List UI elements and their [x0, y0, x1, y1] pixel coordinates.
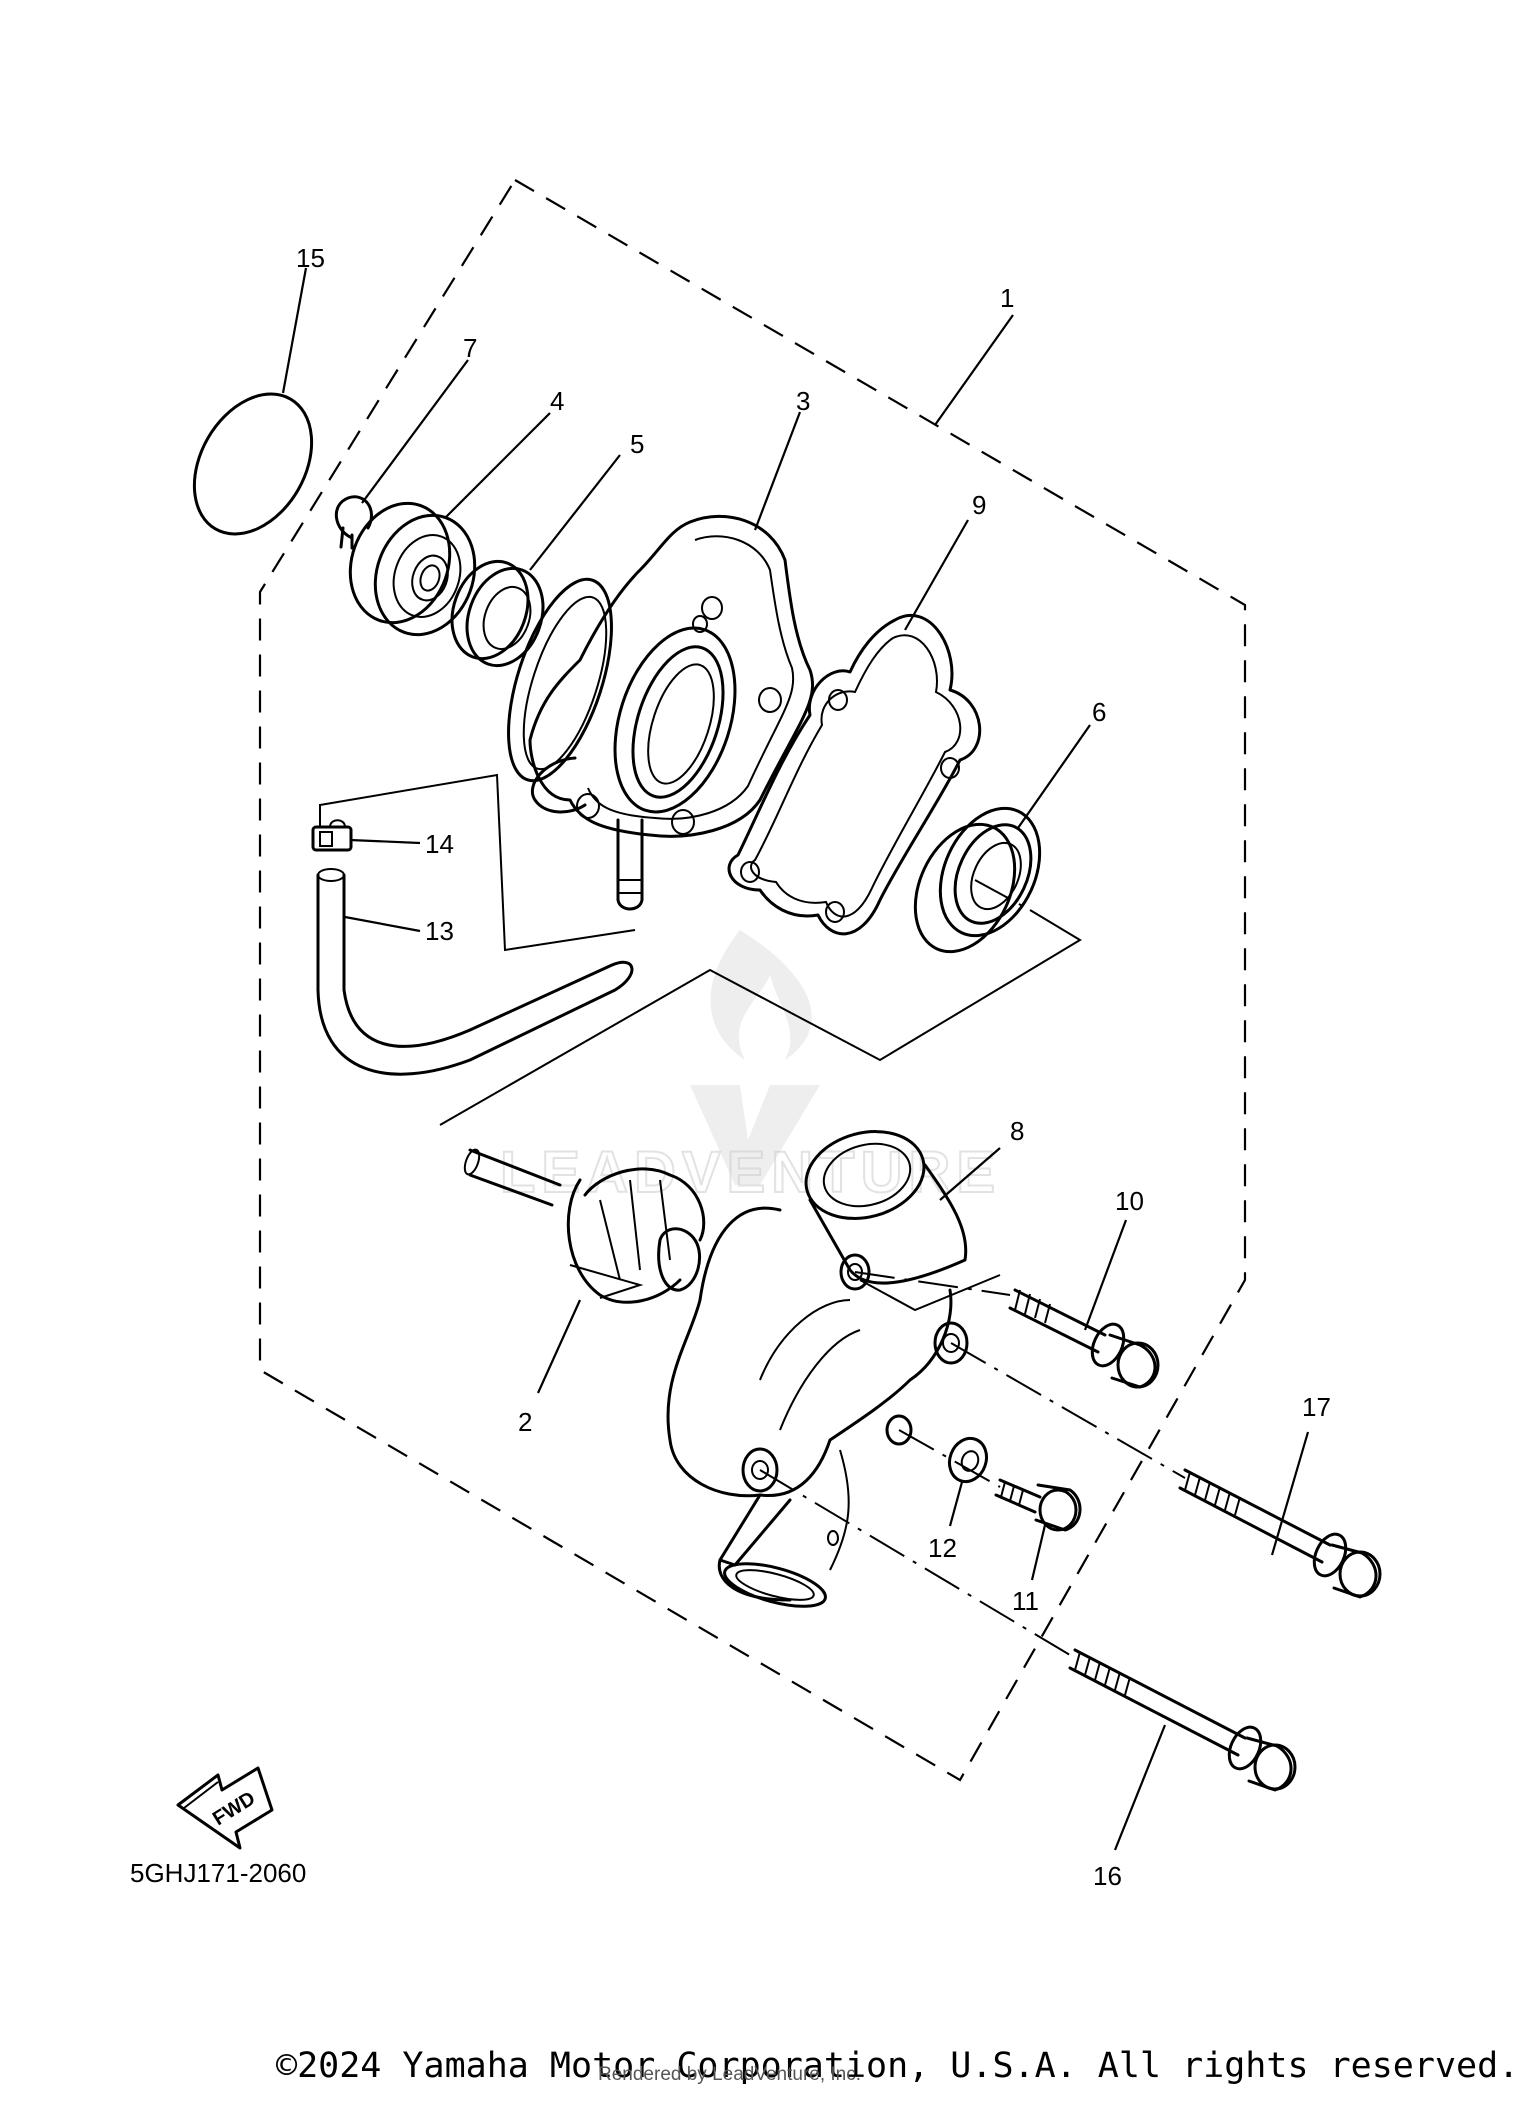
- seal-5: [450, 559, 545, 668]
- forward-arrow-icon: FWD: [176, 1766, 274, 1850]
- impeller-shaft-2: [463, 1148, 706, 1304]
- leader-12: [948, 1481, 964, 1527]
- leader-2: [536, 1299, 582, 1394]
- circlip-7: [334, 495, 373, 550]
- leader-14: [349, 838, 421, 845]
- leader-1: [934, 314, 1014, 426]
- copyright-notice: ©2024 Yamaha Motor Corporation, U.S.A. A…: [276, 2046, 1519, 2086]
- hose-13: [316, 868, 634, 1076]
- callout-8: 8: [1010, 1116, 1024, 1146]
- leader-16: [1113, 1724, 1167, 1851]
- axis-line-bolt-17: [950, 1342, 1186, 1479]
- callout-1: 1: [1000, 283, 1014, 313]
- axis-line-bolt-16: [759, 1469, 1076, 1659]
- leader-6: [1017, 724, 1091, 829]
- subassembly-outline-hose: [319, 773, 636, 952]
- bolt-16: [1068, 1648, 1297, 1792]
- subassembly-outline-cover: [859, 1274, 1001, 1312]
- axis-line-bolt-10: [854, 1271, 1011, 1296]
- leader-3: [753, 411, 802, 531]
- leader-17: [1270, 1431, 1310, 1556]
- leader-10: [1083, 1219, 1128, 1331]
- callout-11: 11: [1012, 1586, 1039, 1616]
- callout-7: 7: [463, 333, 477, 363]
- callout-9: 9: [972, 490, 986, 520]
- leader-13: [344, 915, 421, 933]
- callout-10: 10: [1115, 1186, 1144, 1216]
- rendered-by-note: Rendered by LeadVenture, Inc.: [598, 2064, 862, 2085]
- mechanical-seal-6: [913, 806, 1042, 954]
- callout-13: 13: [425, 916, 454, 946]
- callout-16: 16: [1093, 1861, 1122, 1891]
- callout-3: 3: [796, 386, 810, 416]
- axis-line-seal: [974, 879, 1031, 911]
- callout-17: 17: [1302, 1392, 1331, 1422]
- leader-15: [281, 267, 308, 394]
- bolt-17: [1178, 1468, 1382, 1599]
- hose-clamp-14: [311, 819, 353, 852]
- pump-housing-3: [507, 514, 815, 911]
- watermark-text: LEADVENTURE: [500, 1140, 1001, 1205]
- leader-7: [361, 359, 469, 504]
- axis-line-bolt-11: [898, 1429, 1001, 1488]
- subassembly-outline-seal: [439, 909, 1082, 1126]
- callout-6: 6: [1092, 697, 1106, 727]
- leader-9: [904, 519, 969, 631]
- leader-4: [444, 412, 551, 519]
- callout-4: 4: [550, 386, 564, 416]
- bolt-11: [994, 1478, 1082, 1532]
- pump-cover-8: [666, 1130, 969, 1608]
- callout-2: 2: [518, 1407, 532, 1437]
- o-ring-15: [192, 392, 314, 536]
- leader-8: [939, 1147, 1001, 1201]
- leader-11: [1030, 1524, 1047, 1581]
- leader-5: [529, 454, 621, 571]
- callout-15: 15: [296, 243, 325, 273]
- callout-14: 14: [425, 829, 454, 859]
- gasket-9: [727, 613, 982, 936]
- assembly-boundary: [258, 178, 1247, 1782]
- bolt-10: [1008, 1288, 1160, 1389]
- watermark-logo: LEADVENTURE: [499, 930, 1001, 1206]
- callout-12: 12: [928, 1533, 957, 1563]
- diagram-part-code: 5GHJ171-2060: [130, 1858, 307, 1888]
- callout-5: 5: [630, 429, 644, 459]
- washer-12: [947, 1436, 989, 1484]
